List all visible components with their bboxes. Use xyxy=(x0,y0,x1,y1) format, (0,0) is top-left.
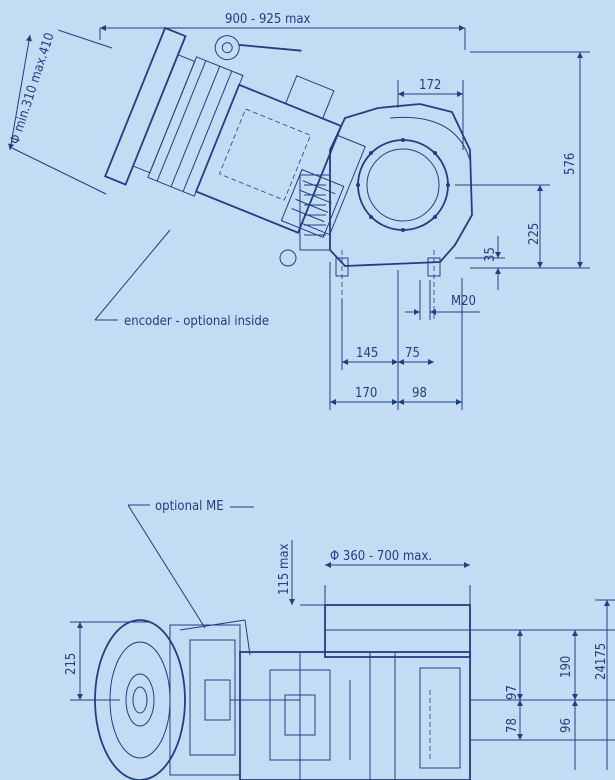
motor-body xyxy=(103,26,366,239)
dimension-labels: 900 - 925 max Φ min.310 max.410 172 576 … xyxy=(8,12,609,733)
motor-frame xyxy=(239,651,471,780)
dim-172: 172 xyxy=(419,78,441,93)
dim-35: 35 xyxy=(483,247,498,262)
dim-190: 190 xyxy=(559,656,574,678)
dim-97: 97 xyxy=(505,685,520,700)
dim-115-max: 115 max xyxy=(277,543,292,595)
dim-75: 75 xyxy=(405,346,420,361)
dim-145: 145 xyxy=(356,346,378,361)
dim-78: 78 xyxy=(505,718,520,733)
dim-24175: 24175 xyxy=(594,643,609,680)
dim-170: 170 xyxy=(355,386,377,401)
dim-m20: M20 xyxy=(451,294,476,309)
dim-215: 215 xyxy=(64,653,79,675)
dim-96: 96 xyxy=(559,718,574,733)
dim-576: 576 xyxy=(563,153,578,175)
gear-housing xyxy=(329,103,473,267)
top-view xyxy=(8,25,590,410)
dim-98: 98 xyxy=(412,386,427,401)
dim-diameter-bottom: Φ 360 - 700 max. xyxy=(330,549,432,564)
dim-overall-length: 900 - 925 max xyxy=(225,12,311,27)
dim-diameter-top: Φ min.310 max.410 xyxy=(8,31,58,146)
dim-225: 225 xyxy=(527,223,542,245)
bottom-view xyxy=(70,504,615,780)
optional-me-note: optional ME xyxy=(155,499,224,514)
encoder-note: encoder - optional inside xyxy=(124,314,269,329)
wheel-tire xyxy=(324,604,471,658)
